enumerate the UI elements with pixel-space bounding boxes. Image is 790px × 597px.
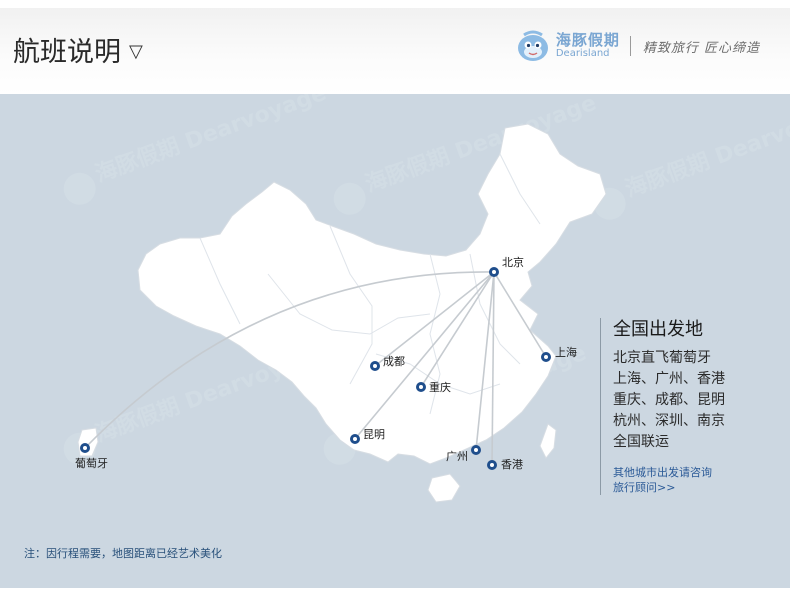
info-line: 上海、广州、香港 xyxy=(613,371,725,387)
city-marker: 葡萄牙 xyxy=(75,443,108,470)
city-marker: 成都 xyxy=(370,355,405,371)
city-label: 上海 xyxy=(555,345,577,359)
city-label: 昆明 xyxy=(363,428,385,441)
page-title[interactable]: 航班说明 ▽ xyxy=(13,30,143,69)
watermark-text: 海豚假期 Dearvoyage xyxy=(622,95,790,203)
city-marker-center xyxy=(490,463,494,467)
city-marker-center xyxy=(544,355,548,359)
city-marker-center xyxy=(83,446,87,450)
city-marker: 昆明 xyxy=(350,428,385,444)
city-label: 重庆 xyxy=(429,380,451,394)
departure-info-panel: 全国出发地 北京直飞葡萄牙 上海、广州、香港 重庆、成都、昆明 杭州、深圳、南京… xyxy=(600,318,783,495)
consult-advisor-link[interactable]: 其他城市出发请咨询 旅行顾问>> xyxy=(613,465,783,495)
city-marker-center xyxy=(373,364,377,368)
link-line: 旅行顾问>> xyxy=(613,481,676,494)
brand-name-en: Dearisland xyxy=(555,48,610,59)
flight-route-line xyxy=(374,271,495,367)
info-line: 重庆、成都、昆明 xyxy=(613,392,725,408)
map-footnote: 注：因行程需要，地图距离已经艺术美化 xyxy=(24,547,222,560)
flight-route-line xyxy=(420,271,495,388)
flight-route-line xyxy=(354,271,495,440)
dropdown-caret-icon[interactable]: ▽ xyxy=(129,41,143,62)
info-line: 全国联运 xyxy=(613,434,669,450)
taiwan-island-shape xyxy=(539,423,557,459)
city-marker: 上海 xyxy=(541,345,577,362)
page-title-text: 航班说明 xyxy=(13,37,121,68)
city-label: 成都 xyxy=(383,355,405,368)
info-heading: 全国出发地 xyxy=(613,319,703,340)
flight-route-line xyxy=(475,271,495,451)
route-map: 海豚假期 Dearvoyage 海豚假期 Dearvoyage 海豚假期 Dea… xyxy=(0,94,790,588)
header-bar: 航班说明 ▽ 海豚假期 Dearisland 精致旅行 匠心缔造 xyxy=(0,8,790,94)
city-marker: 北京 xyxy=(489,255,524,277)
brand-divider xyxy=(629,36,631,56)
route-map-svg: 海豚假期 Dearvoyage 海豚假期 Dearvoyage 海豚假期 Dea… xyxy=(63,94,790,503)
province-borders xyxy=(199,153,541,415)
city-marker-center xyxy=(492,270,496,274)
city-marker-center xyxy=(419,385,423,389)
brand-name-cn: 海豚假期 xyxy=(555,31,620,49)
city-label: 葡萄牙 xyxy=(75,457,108,470)
city-label: 北京 xyxy=(502,255,524,269)
city-marker-center xyxy=(474,448,478,452)
city-marker-center xyxy=(353,437,357,441)
city-marker: 广州 xyxy=(446,445,481,463)
hainan-island-shape xyxy=(427,473,461,503)
flight-route-line xyxy=(84,271,495,449)
city-marker: 重庆 xyxy=(416,380,451,394)
flight-route-line xyxy=(491,271,495,466)
flight-route-line xyxy=(493,271,547,358)
info-line: 北京直飞葡萄牙 xyxy=(613,350,711,366)
city-label: 广州 xyxy=(446,450,468,463)
city-label: 香港 xyxy=(501,458,523,471)
link-line: 其他城市出发请咨询 xyxy=(613,466,712,479)
brand-logo: 海豚假期 Dearisland 精致旅行 匠心缔造 xyxy=(514,26,760,66)
watermark-text: 海豚假期 Dearvoyage xyxy=(92,94,330,188)
routes-layer xyxy=(84,271,547,466)
brand-slogan: 精致旅行 匠心缔造 xyxy=(642,40,760,56)
china-mainland-shape xyxy=(137,123,607,465)
info-line: 杭州、深圳、南京 xyxy=(613,413,725,429)
dolphin-mascot-icon xyxy=(517,30,548,61)
city-marker: 香港 xyxy=(487,458,523,471)
